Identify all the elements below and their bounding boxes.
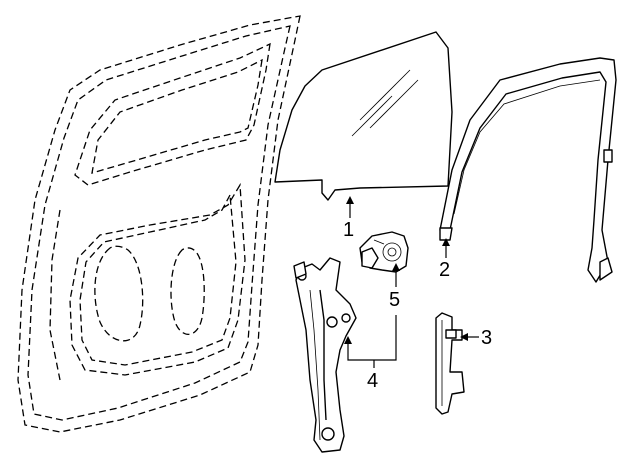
callout-4: 4 [367, 370, 378, 392]
door-glass [274, 31, 453, 201]
glass-run-channel [439, 57, 617, 283]
callout-1: 1 [343, 219, 354, 241]
window-regulator [293, 257, 357, 453]
leader-lines [344, 196, 479, 368]
callout-labels: 1 2 3 4 5 [343, 219, 492, 392]
regulator-motor [359, 231, 409, 273]
callout-5: 5 [389, 289, 400, 311]
callout-3: 3 [481, 327, 492, 349]
door-shell-outline [17, 15, 301, 433]
callout-2: 2 [439, 259, 450, 281]
guide-bracket [435, 312, 465, 415]
